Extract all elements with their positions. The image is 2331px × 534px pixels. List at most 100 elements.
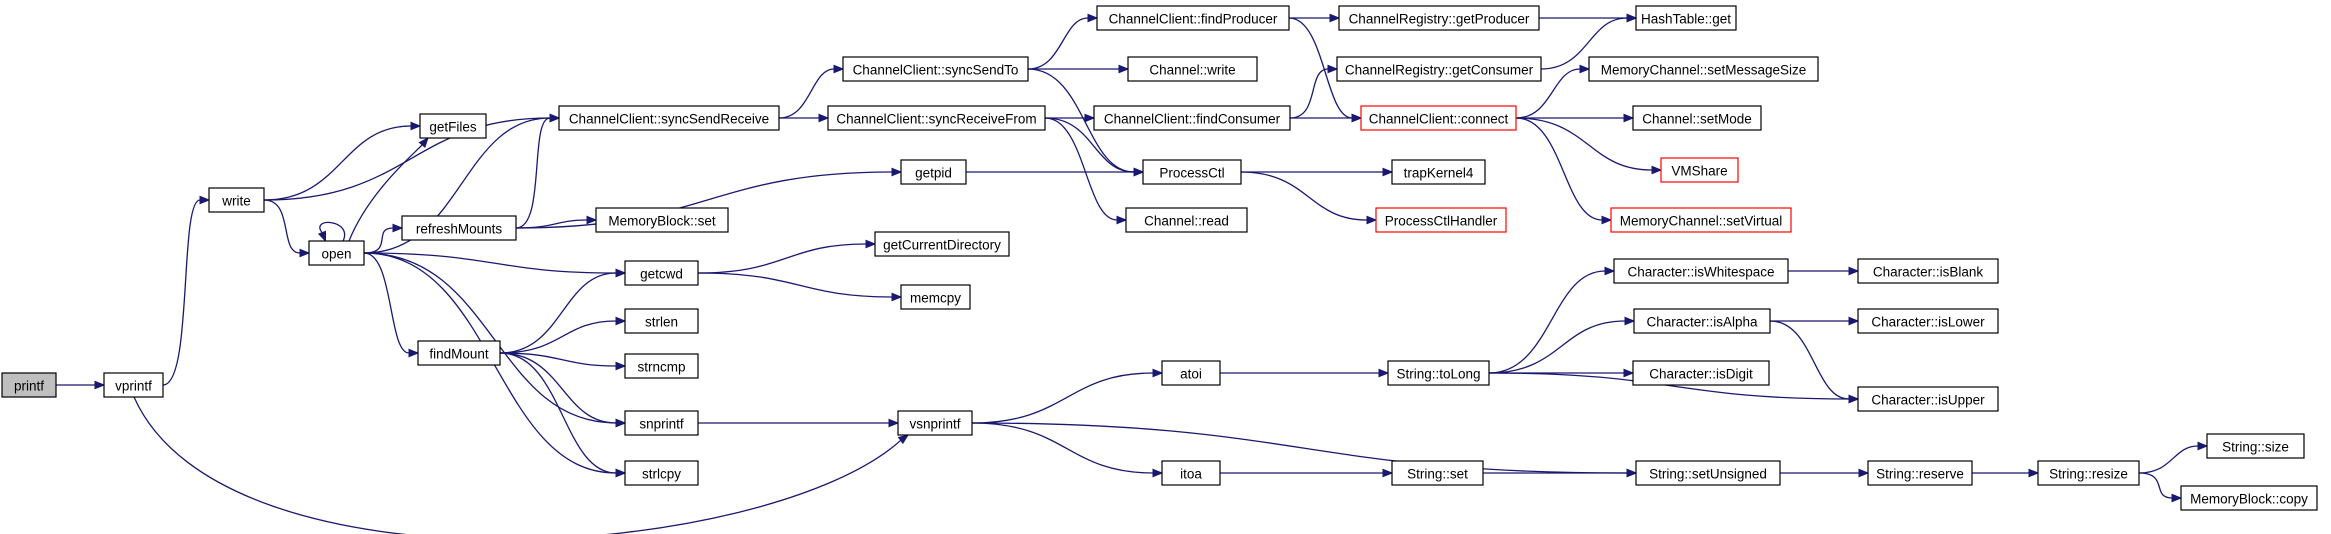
node-box xyxy=(1635,5,1737,31)
edge-vprintf-to-vsnprintf xyxy=(133,396,902,534)
edge-findMount-to-strncmp xyxy=(499,352,617,367)
edge-syncSendTo-to-findProducer xyxy=(1027,17,1089,70)
edge-findConsumer-to-getConsumer xyxy=(1289,68,1329,119)
node-refreshMounts[interactable]: refreshMounts xyxy=(401,215,517,241)
node-getpid[interactable]: getpid xyxy=(900,159,967,185)
node-getProducer[interactable]: ChannelRegistry::getProducer xyxy=(1338,5,1540,31)
node-label: getcwd xyxy=(640,267,683,282)
node-box xyxy=(624,410,699,436)
edge-arrowhead xyxy=(299,248,311,258)
node-label: trapKernel4 xyxy=(1404,166,1474,181)
node-stringSet[interactable]: String::set xyxy=(1391,460,1484,486)
edge-syncReceiveFrom-to-channelRead xyxy=(1044,117,1118,221)
node-atoi[interactable]: atoi xyxy=(1161,360,1221,386)
node-resize[interactable]: String::resize xyxy=(2037,460,2140,486)
node-getConsumer[interactable]: ChannelRegistry::getConsumer xyxy=(1336,56,1542,82)
node-label: MemoryBlock::set xyxy=(608,214,716,229)
node-isUpper[interactable]: Character::isUpper xyxy=(1857,386,1999,412)
node-box xyxy=(900,159,967,185)
edge-arrowhead xyxy=(1382,167,1394,177)
node-snprintf[interactable]: snprintf xyxy=(624,410,699,436)
node-getFiles[interactable]: getFiles xyxy=(419,113,487,139)
node-isDigit[interactable]: Character::isDigit xyxy=(1632,360,1770,386)
node-box xyxy=(1857,308,1999,334)
node-label: String::resize xyxy=(2049,467,2128,482)
edge-arrowhead xyxy=(1848,266,1860,276)
node-box xyxy=(1632,360,1770,386)
node-findConsumer[interactable]: ChannelClient::findConsumer xyxy=(1093,105,1291,131)
node-itoa[interactable]: itoa xyxy=(1161,460,1221,486)
node-open[interactable]: open xyxy=(308,240,365,266)
node-hashGet[interactable]: HashTable::get xyxy=(1635,5,1737,31)
edge-arrowhead xyxy=(1116,215,1128,225)
node-memblockCopy[interactable]: MemoryBlock::copy xyxy=(2180,485,2318,511)
node-strncmp[interactable]: strncmp xyxy=(624,353,699,379)
node-vsnprintf[interactable]: vsnprintf xyxy=(897,410,973,436)
node-strlcpy[interactable]: strlcpy xyxy=(624,460,699,486)
node-isBlank[interactable]: Character::isBlank xyxy=(1857,258,1999,284)
edge-arrowhead xyxy=(615,418,627,428)
node-setUnsigned[interactable]: String::setUnsigned xyxy=(1635,460,1781,486)
node-connect[interactable]: ChannelClient::connect xyxy=(1360,105,1517,131)
node-label: String::reserve xyxy=(1876,467,1964,482)
node-syncSendTo[interactable]: ChannelClient::syncSendTo xyxy=(842,56,1029,82)
node-getCurrentDirectory[interactable]: getCurrentDirectory xyxy=(874,231,1010,257)
node-stringSize[interactable]: String::size xyxy=(2206,433,2305,459)
node-setMessageSize[interactable]: MemoryChannel::setMessageSize xyxy=(1588,56,1819,82)
node-box xyxy=(1857,386,1999,412)
node-isWhitespace[interactable]: Character::isWhitespace xyxy=(1613,258,1789,284)
node-findProducer[interactable]: ChannelClient::findProducer xyxy=(1096,5,1290,31)
node-label: ChannelClient::findProducer xyxy=(1109,12,1278,27)
edge-open-to-getFiles xyxy=(348,144,423,242)
node-trapKernel4[interactable]: trapKernel4 xyxy=(1391,159,1486,185)
node-processCtlHandler[interactable]: ProcessCtlHandler xyxy=(1375,207,1507,233)
edge-toLong-to-isWhitespace xyxy=(1488,270,1606,374)
node-box xyxy=(1096,5,1290,31)
node-box xyxy=(103,372,164,398)
edge-arrowhead xyxy=(1626,468,1638,478)
node-syncReceiveFrom[interactable]: ChannelClient::syncReceiveFrom xyxy=(827,105,1046,131)
node-box xyxy=(1360,105,1517,131)
edge-open-to-getcwd xyxy=(363,252,617,274)
edge-findMount-to-strlen xyxy=(499,320,617,354)
edge-arrowhead xyxy=(1604,266,1616,276)
node-isAlpha[interactable]: Character::isAlpha xyxy=(1633,308,1771,334)
edge-arrowhead xyxy=(1133,167,1145,177)
node-vprintf[interactable]: vprintf xyxy=(103,372,164,398)
edge-arrowhead xyxy=(1848,316,1860,326)
node-channelWrite[interactable]: Channel::write xyxy=(1127,56,1258,82)
edge-arrowhead xyxy=(1329,13,1341,23)
edge-arrowhead xyxy=(1848,394,1860,404)
node-findMount[interactable]: findMount xyxy=(417,340,501,366)
node-box xyxy=(2180,485,2318,511)
node-strlen[interactable]: strlen xyxy=(624,308,699,334)
edge-arrowhead xyxy=(1623,113,1635,123)
node-channelRead[interactable]: Channel::read xyxy=(1125,207,1248,233)
node-write[interactable]: write xyxy=(208,187,265,213)
node-isLower[interactable]: Character::isLower xyxy=(1857,308,1999,334)
node-setVirtual[interactable]: MemoryChannel::setVirtual xyxy=(1610,207,1792,233)
node-setMode[interactable]: Channel::setMode xyxy=(1632,105,1762,131)
edge-isAlpha-to-isUpper xyxy=(1769,320,1850,400)
node-processCtl[interactable]: ProcessCtl xyxy=(1142,159,1242,185)
edge-arrowhead xyxy=(1651,165,1663,175)
node-printf[interactable]: printf xyxy=(1,372,57,398)
edge-arrowhead xyxy=(2028,468,2040,478)
node-vmshare[interactable]: VMShare xyxy=(1660,157,1739,183)
node-box xyxy=(842,56,1029,82)
node-memblockSet[interactable]: MemoryBlock::set xyxy=(595,207,729,233)
edge-vprintf-to-write xyxy=(162,199,201,386)
node-label: Character::isBlank xyxy=(1873,265,1984,280)
edge-arrowhead xyxy=(317,230,326,243)
edge-arrowhead xyxy=(865,239,877,249)
node-box xyxy=(1,372,57,398)
node-memcpy[interactable]: memcpy xyxy=(900,284,971,310)
edge-arrowhead xyxy=(199,195,211,205)
node-getcwd[interactable]: getcwd xyxy=(624,260,699,286)
node-reserve[interactable]: String::reserve xyxy=(1867,460,1973,486)
node-syncSendReceive[interactable]: ChannelClient::syncSendReceive xyxy=(558,105,780,131)
node-toLong[interactable]: String::toLong xyxy=(1387,360,1490,386)
node-box xyxy=(1633,308,1771,334)
edge-arrowhead xyxy=(1382,468,1394,478)
edge-arrowhead xyxy=(891,167,903,177)
